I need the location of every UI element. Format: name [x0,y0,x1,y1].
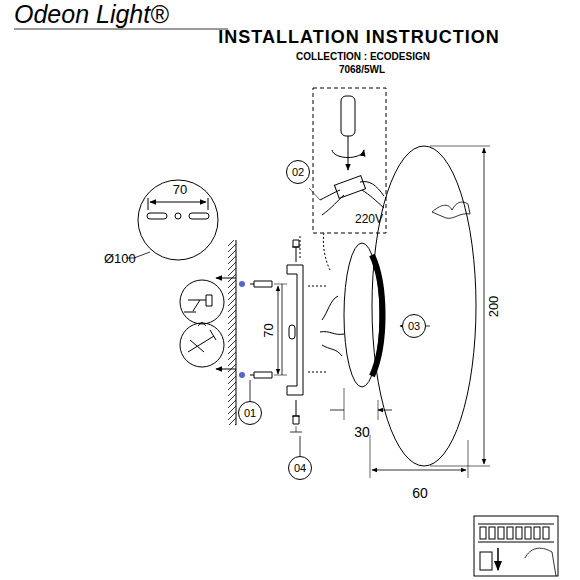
breaker [480,527,486,539]
callout-circle: 01 [238,401,262,425]
callout-number: 04 [294,463,306,474]
breaker [507,527,513,539]
brand-logo: Odeon Light® [14,2,169,27]
callout-circle: 02 [286,160,310,184]
callout-circle: 03 [402,314,426,338]
callout-number: 03 [408,321,420,332]
dimension: 70 [262,323,275,337]
breaker [516,527,522,539]
dimension: 60 [412,486,428,500]
dimension: 200 [487,295,500,317]
breaker [543,527,549,539]
breaker [489,527,495,539]
model-number: 7068/5WL [339,65,385,75]
callout-number: 01 [244,408,256,419]
voltage-label: 220V [355,213,383,225]
dimension: Ø100 [104,252,136,265]
breaker [498,527,504,539]
breaker [525,527,531,539]
callout-number: 02 [292,167,304,178]
breaker [534,527,540,539]
dimension: 70 [173,183,187,196]
dimension: 30 [354,425,370,439]
collection-name: COLLECTION : ECODESIGN [296,52,430,62]
title: INSTALLATION INSTRUCTION [218,28,499,46]
callout-circle: 04 [288,456,312,480]
